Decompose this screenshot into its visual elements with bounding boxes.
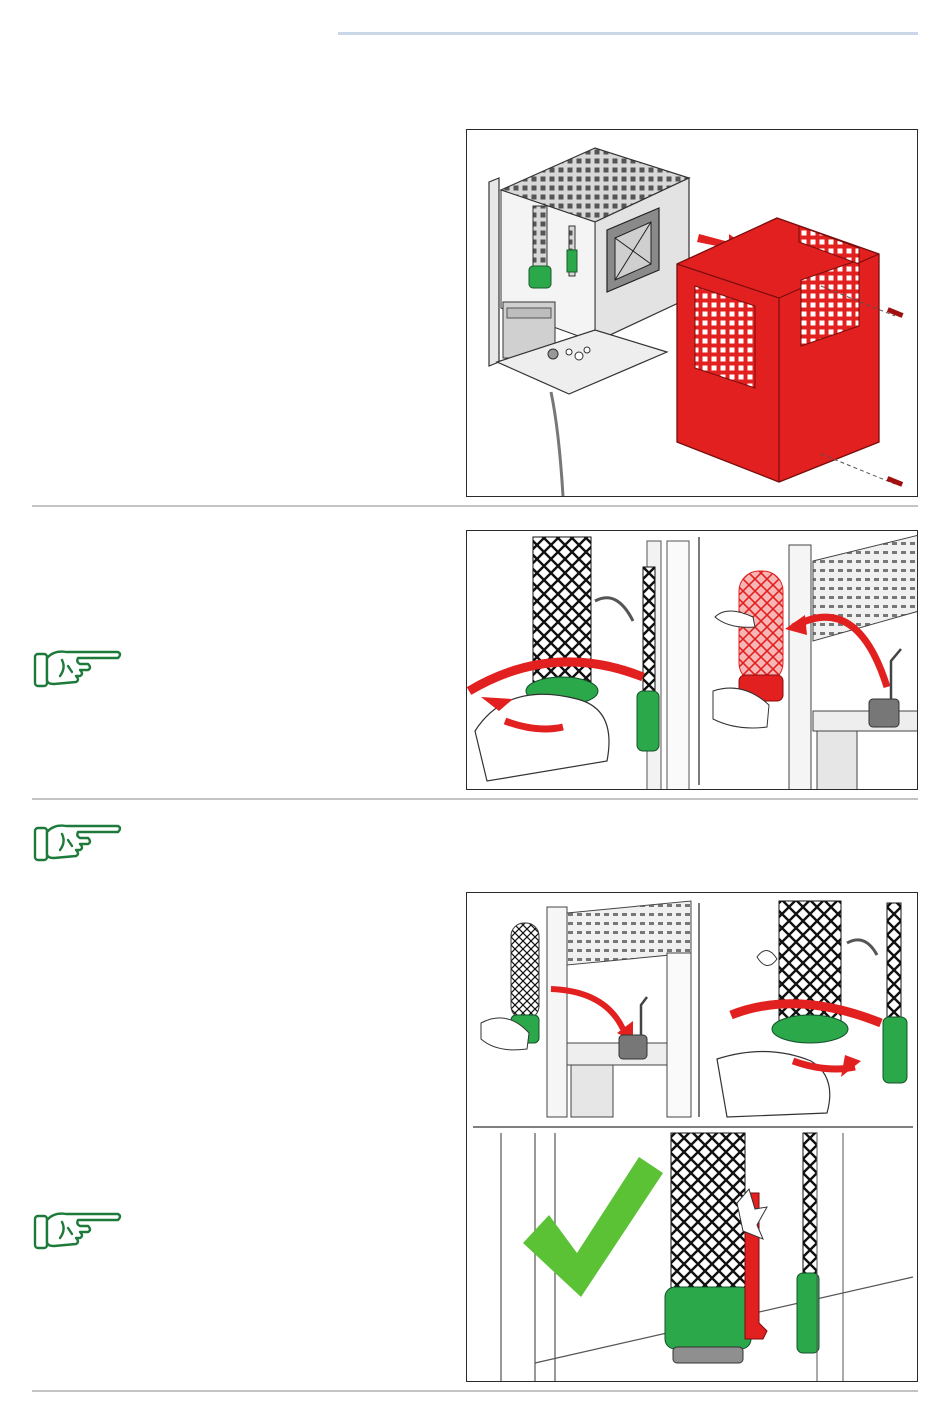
header-rule <box>338 32 918 35</box>
section-separator <box>32 798 918 800</box>
section-separator <box>32 1390 918 1392</box>
hand-pointer-icon <box>32 1208 124 1254</box>
illustration-install-filter <box>466 892 918 1382</box>
illustration-remove-red-cover <box>466 129 918 497</box>
hand-pointer-icon <box>32 820 124 866</box>
section-separator <box>32 505 918 507</box>
hand-pointer-icon <box>32 646 124 692</box>
illustration-unscrew-filter <box>466 530 918 790</box>
checkmark-icon <box>523 1157 663 1297</box>
arrow-icon <box>841 1055 861 1077</box>
